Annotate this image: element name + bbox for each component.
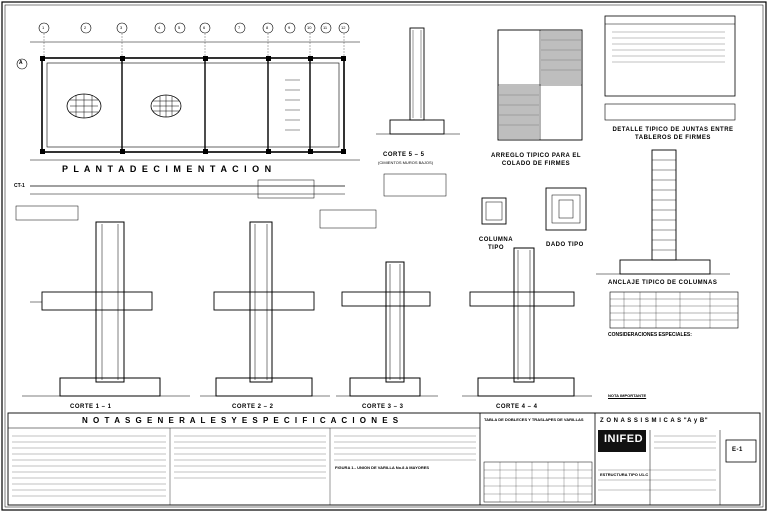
columna-title: COLUMNA TIPO	[478, 237, 514, 251]
section-4-4	[462, 247, 592, 397]
corte-5-5-title: CORTE 5 – 5	[383, 152, 425, 158]
juntas-title: DETALLE TIPICO DE JUNTAS ENTRE TABLEROS …	[612, 127, 734, 141]
foundation-plan	[16, 22, 360, 195]
column-detail	[481, 187, 587, 231]
grid-12: 12	[341, 25, 346, 30]
dado-title: DADO TIPO	[546, 242, 584, 248]
arreglo-title: ARREGLO TIPICO PARA EL COLADO DE FIRMES	[490, 153, 581, 167]
grid-3: 3	[120, 25, 123, 30]
consideraciones-title: CONSIDERACIONES ESPECIALES:	[608, 332, 692, 338]
corte-5-5-detail	[376, 27, 460, 135]
general-notes-area	[7, 412, 761, 506]
corte-1-1-title: CORTE 1 – 1	[70, 404, 112, 410]
grid-11: 11	[323, 25, 328, 30]
ct-label: CT-1	[14, 183, 25, 189]
figure-1-title: FIGURA 1.- UNION DE VARILLA No.8 A MAYOR…	[335, 465, 430, 470]
rebar-table-title: TABLA DE DOBLECES Y TRASLAPES DE VARILLA…	[484, 417, 584, 422]
plan-title: P L A N T A D E C I M E N T A C I O N	[62, 164, 273, 174]
grid-4: 4	[158, 25, 161, 30]
seismic-zones-title: Z O N A S S I S M I C A S "A y B"	[600, 418, 709, 424]
corte-2-2-title: CORTE 2 – 2	[232, 404, 274, 410]
section-3-3	[336, 261, 438, 397]
axis-label: A	[19, 60, 23, 66]
footing-table	[609, 291, 739, 329]
grid-5: 5	[178, 25, 181, 30]
grid-6: 6	[203, 25, 206, 30]
section-1-1	[22, 221, 190, 397]
grid-1: 1	[42, 25, 45, 30]
nota-importante: NOTA IMPORTANTE	[608, 393, 647, 398]
estructura-label: ESTRUCTURA TIPO U1-C	[600, 472, 649, 477]
grid-10: 10	[307, 25, 312, 30]
anclaje-title: ANCLAJE TIPICO DE COLUMNAS	[608, 280, 718, 286]
corte-3-3-title: CORTE 3 – 3	[362, 404, 404, 410]
corte-5-5-sub: (CIMIENTOS MUROS BAJOS)	[378, 160, 434, 165]
title-block	[598, 430, 757, 505]
column-anchor-detail	[596, 149, 730, 275]
grid-7: 7	[238, 25, 241, 30]
plan-id: E-1	[732, 447, 743, 453]
corte-4-4-title: CORTE 4 – 4	[496, 404, 538, 410]
grid-8: 8	[266, 25, 269, 30]
general-notes-title: N O T A S G E N E R A L E S Y E S P E C …	[82, 416, 400, 425]
grid-9: 9	[288, 25, 291, 30]
inifed-logo: INIFED	[604, 433, 644, 445]
slab-pour-arrangement	[497, 29, 583, 141]
section-2-2	[200, 221, 330, 397]
grid-2: 2	[84, 25, 87, 30]
joint-notes-box	[604, 15, 736, 121]
